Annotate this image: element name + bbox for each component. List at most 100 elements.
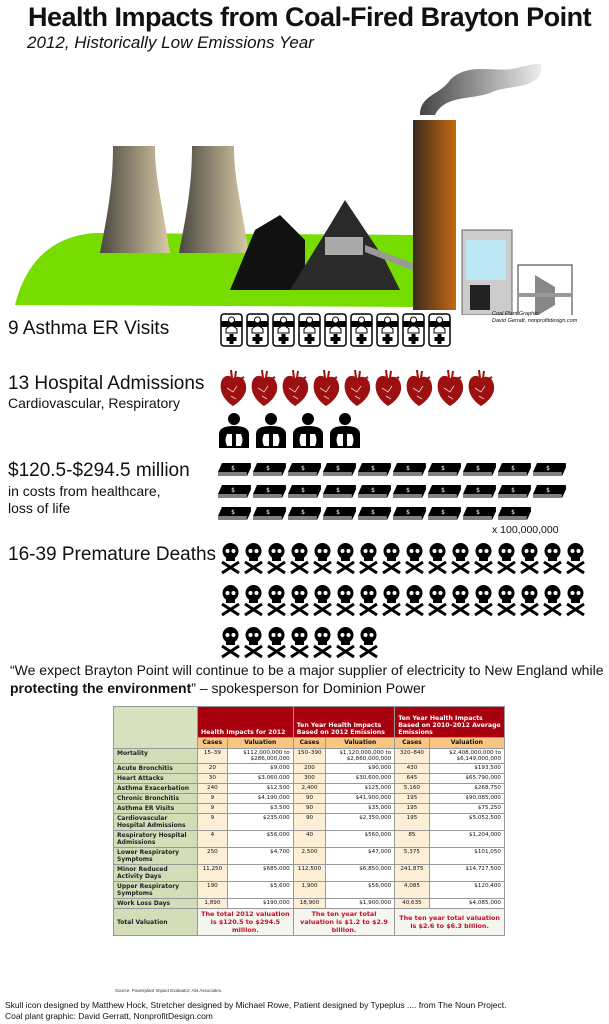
svg-text:$: $ [546, 487, 550, 494]
stretcher-icon [402, 313, 425, 352]
graphic-credits: Coal plant graphic: David Gerratt, Nonpr… [5, 1011, 213, 1021]
stretcher-icon [220, 313, 243, 352]
skull-crossbones-icon [265, 626, 288, 664]
valuation-cell: $3,060,000 [226, 773, 294, 784]
cases-cell: 20 [197, 763, 228, 774]
skull-crossbones-icon [334, 542, 357, 580]
valuation-cell: $1,204,000 [428, 830, 506, 848]
quote-text: “We expect Brayton Point will continue t… [10, 662, 604, 678]
valuation-cell: $5,600 [226, 881, 294, 899]
cases-cell: 90 [292, 813, 327, 831]
skull-crossbones-icon [518, 584, 541, 622]
svg-text:$: $ [266, 465, 270, 472]
money-icon-grid: $$$$$$$$$$$$$$$$$$$$$$$$$$$$$ [218, 463, 573, 526]
svg-text:$: $ [336, 465, 340, 472]
cooling-tower [179, 146, 249, 253]
cases-cell: 195 [394, 813, 430, 831]
stretcher-icon [246, 313, 269, 352]
smokestack [413, 120, 456, 310]
money-stack-icon: $ [253, 507, 287, 526]
skull-crossbones-icon [219, 626, 242, 664]
valuation-cell: $190,000 [226, 898, 294, 909]
valuation-cell: $125,000 [325, 783, 396, 794]
skull-crossbones-icon [288, 626, 311, 664]
svg-text:$: $ [231, 487, 235, 494]
valuation-cell: $560,000 [325, 830, 396, 848]
skull-crossbones-icon [426, 584, 449, 622]
conveyor-housing [325, 237, 363, 255]
svg-text:$: $ [476, 509, 480, 516]
coal-plant-illustration [15, 63, 573, 315]
skull-crossbones-icon [334, 626, 357, 664]
row-label: Asthma ER Visits [113, 803, 198, 814]
valuation-cell: $2,350,000 [325, 813, 396, 831]
svg-text:$: $ [371, 487, 375, 494]
valuation-cell: $6,850,000 [325, 864, 396, 882]
cases-cell: 1,890 [197, 898, 228, 909]
heart-icon [374, 368, 402, 413]
svg-text:$: $ [441, 509, 445, 516]
svg-text:$: $ [441, 487, 445, 494]
valuation-cell: $4,190,000 [226, 793, 294, 804]
row-label: Work Loss Days [113, 898, 198, 909]
lungs-patient-icon [290, 412, 326, 453]
money-stack-icon: $ [498, 507, 532, 526]
cases-cell: 2,500 [292, 847, 327, 865]
row-label: Upper Respiratory Symptoms [113, 881, 198, 899]
money-stack-icon: $ [463, 507, 497, 526]
svg-text:$: $ [301, 509, 305, 516]
skull-crossbones-icon [541, 584, 564, 622]
stretcher-icon [272, 313, 295, 352]
valuation-cell: $90,000 [325, 763, 396, 774]
svg-text:$: $ [511, 509, 515, 516]
skull-crossbones-icon [334, 584, 357, 622]
skull-crossbones-icon [472, 542, 495, 580]
money-stack-icon: $ [498, 463, 532, 482]
total-cell: The total 2012 valuation is $120.5 to $2… [197, 908, 294, 936]
row-label: Heart Attacks [113, 773, 198, 784]
cases-cell: 240 [197, 783, 228, 794]
valuation-cell: $56,000 [226, 830, 294, 848]
svg-text:$: $ [511, 465, 515, 472]
page-subtitle: 2012, Historically Low Emissions Year [27, 33, 314, 52]
hospital-admissions-sublabel: Cardiovascular, Respiratory [8, 395, 180, 411]
svg-text:$: $ [371, 465, 375, 472]
svg-text:$: $ [371, 509, 375, 516]
skull-crossbones-icon [403, 542, 426, 580]
col-cases: Cases [197, 737, 228, 749]
svg-text:$: $ [406, 487, 410, 494]
cases-cell: 150–390 [292, 748, 327, 764]
valuation-cell: $47,000 [325, 847, 396, 865]
valuation-cell: $35,000 [325, 803, 396, 814]
multiplier-note: x 100,000,000 [492, 524, 559, 536]
svg-text:$: $ [231, 465, 235, 472]
stretcher-icon [324, 313, 347, 352]
valuation-cell: $4,700 [226, 847, 294, 865]
skull-crossbones-icon [311, 584, 334, 622]
valuation-cell: $56,000 [325, 881, 396, 899]
cases-cell: 195 [394, 803, 430, 814]
row-label: Mortality [113, 748, 198, 764]
table-corner [113, 706, 198, 749]
money-stack-icon: $ [218, 485, 252, 504]
row-label: Lower Respiratory Symptoms [113, 847, 198, 865]
row-label: Respiratory Hospital Admissions [113, 830, 198, 848]
skull-crossbones-icon [311, 542, 334, 580]
skull-crossbones-icon [564, 542, 587, 580]
cases-cell: 5,160 [394, 783, 430, 794]
quote-emphasis: protecting the environment [10, 680, 192, 696]
money-stack-icon: $ [218, 463, 252, 482]
skull-crossbones-icon [288, 584, 311, 622]
svg-text:$: $ [301, 465, 305, 472]
skull-crossbones-icon [357, 542, 380, 580]
cases-cell: 40,635 [394, 898, 430, 909]
skull-crossbones-icon [288, 542, 311, 580]
money-stack-icon: $ [393, 485, 427, 504]
cases-cell: 300 [292, 773, 327, 784]
skull-crossbones-icon [495, 584, 518, 622]
